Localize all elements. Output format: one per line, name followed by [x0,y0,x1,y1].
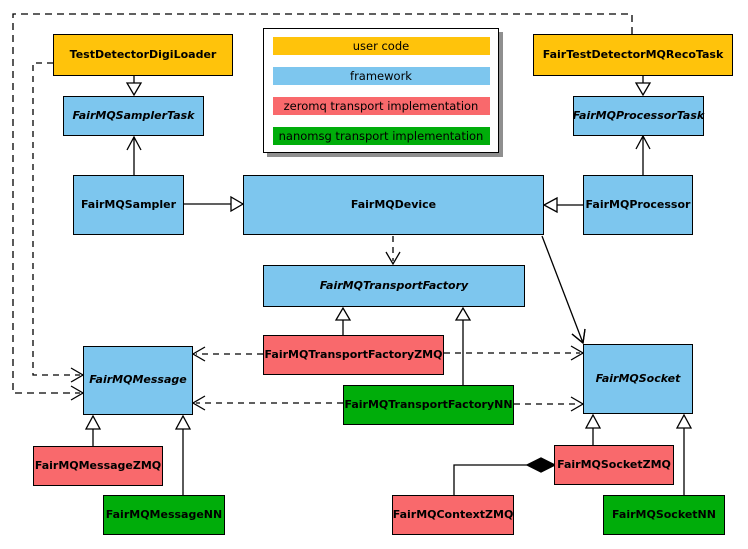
class-node-fairmqtransportfactoryzmq: FairMQTransportFactoryZMQ [263,335,444,375]
class-node-fairmqmessage: FairMQMessage [83,346,193,415]
class-node-fairmqtransportfactorynn: FairMQTransportFactoryNN [343,385,514,425]
edge-assoc-sampler-samplertask [126,135,142,175]
edge-inherit-tfzmq-transportfactory [334,306,352,335]
class-node-fairmqsampler: FairMQSampler [73,175,184,235]
edge-inherit-recotask-processortask [634,76,652,97]
class-node-fairmqmessagenn: FairMQMessageNN [103,495,225,535]
edge-inherit-sampler-device [184,195,245,213]
edge-inherit-tfnn-transportfactory [454,306,472,385]
class-node-fairmqdevice: FairMQDevice [243,175,544,235]
legend: user code framework zeromq transport imp… [263,28,499,153]
edge-inherit-messagenn-message [174,414,192,495]
class-node-fairmqsocketzmq: FairMQSocketZMQ [554,445,674,485]
edge-dep-tfzmq-message [191,346,263,362]
class-node-fairmqprocessortask: FairMQProcessorTask [573,96,704,136]
class-node-fairmqprocessor: FairMQProcessor [583,175,693,235]
legend-item-zeromq-transport: zeromq transport implementation [272,97,490,115]
edge-dep-tfzmq-socket [444,345,585,361]
edge-dep-device-transportfactory [385,236,401,266]
class-node-fairmqmessagezmq: FairMQMessageZMQ [33,446,163,486]
edge-inherit-processor-device [542,196,583,214]
legend-item-user-code: user code [272,37,490,55]
edge-inherit-messagezmq-message [84,414,102,446]
edge-dep-tfnn-message [191,395,343,411]
edge-composition-socketzmq-contextzmq [453,457,557,495]
legend-item-framework: framework [272,67,490,85]
class-node-fairmqsocket: FairMQSocket [583,344,693,414]
class-node-testdetectordigiloader: TestDetectorDigiLoader [53,34,233,76]
edge-dep-tfnn-socket [514,396,585,412]
edge-inherit-socketzmq-socket [584,413,602,445]
class-node-fairmqtransportfactory: FairMQTransportFactory [263,265,525,307]
edge-inherit-digiloader-samplertask [125,76,143,97]
edge-assoc-device-socket [541,235,586,345]
edge-inherit-socketnn-socket [675,413,693,495]
class-node-fairmqsamplertask: FairMQSamplerTask [63,96,204,136]
edge-assoc-processor-processortask [635,134,651,175]
class-node-fairmqsocketnn: FairMQSocketNN [603,495,725,535]
class-node-fairtestdetectormqrecotask: FairTestDetectorMQRecoTask [533,34,733,76]
legend-item-nanomsg-transport: nanomsg transport implementation [272,127,490,145]
class-node-fairmqcontextzmq: FairMQContextZMQ [392,495,514,535]
